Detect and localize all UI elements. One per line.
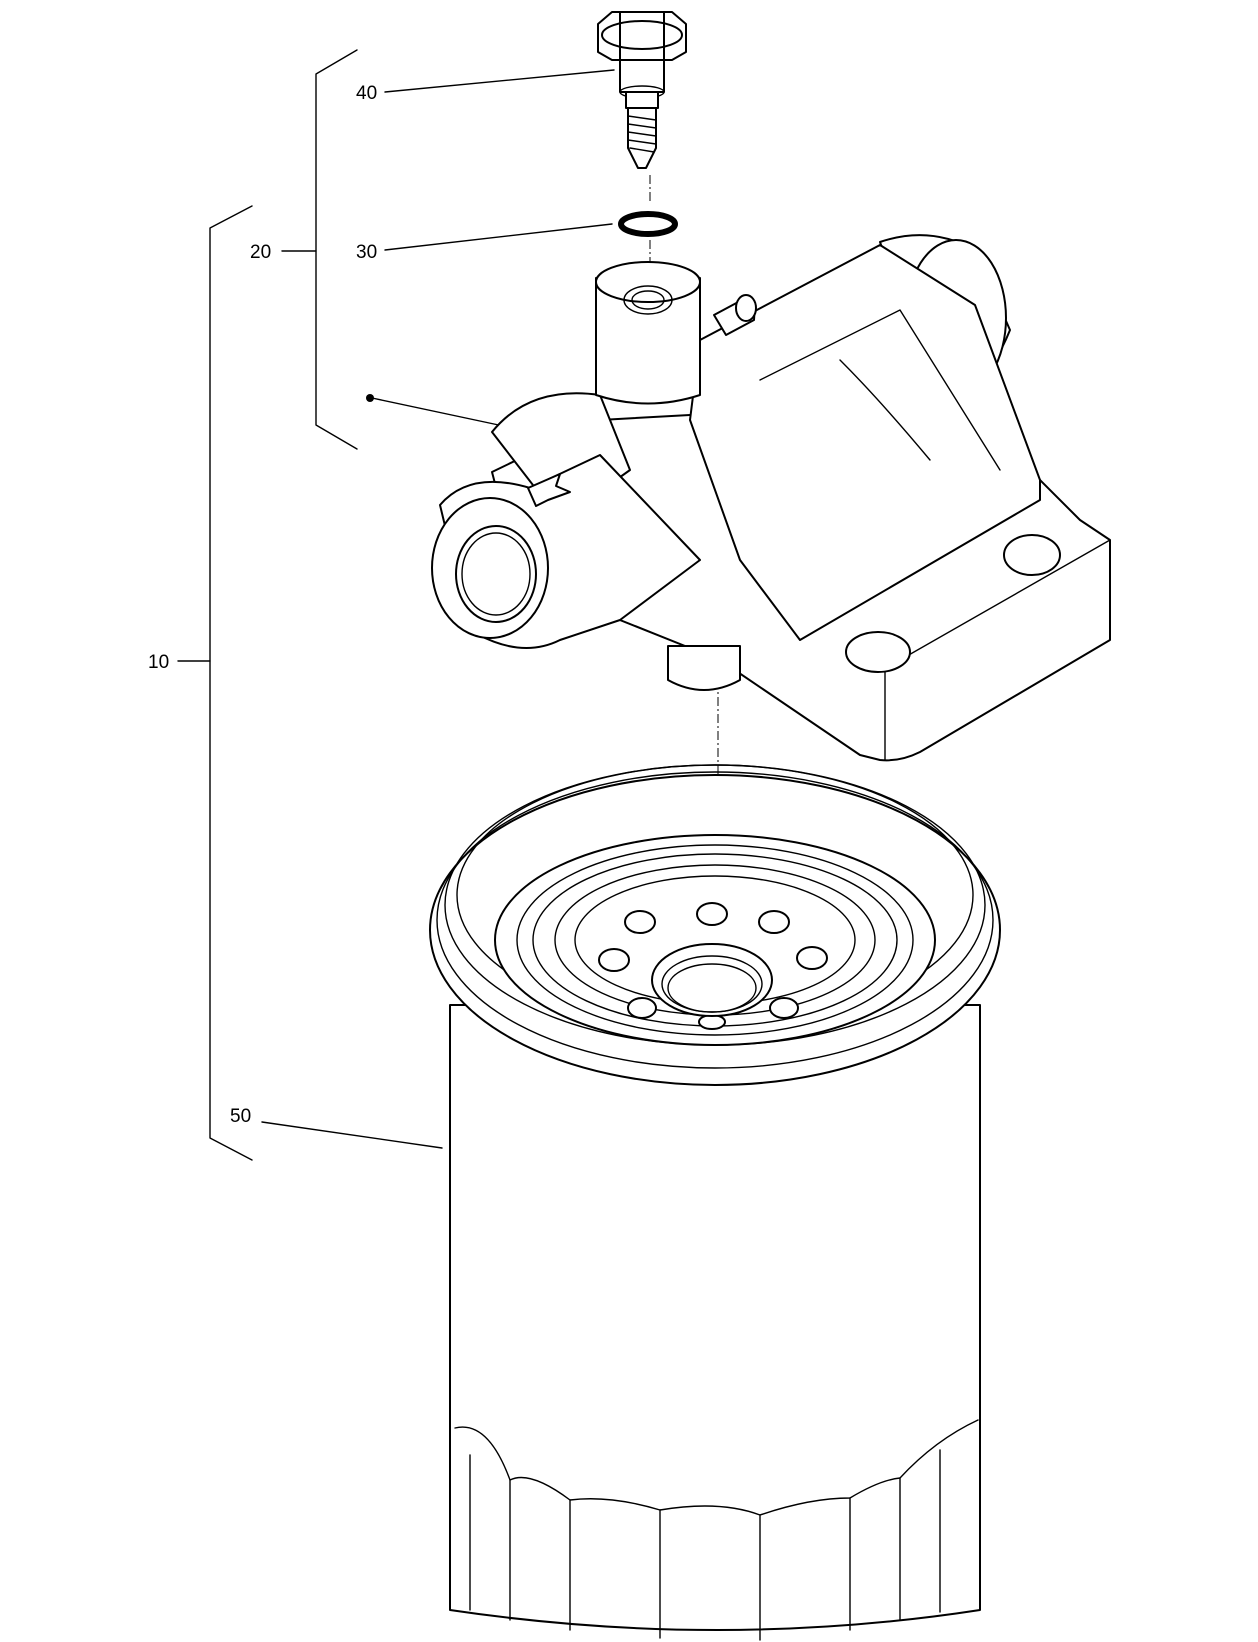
bracket-assembly-10 bbox=[177, 205, 253, 1161]
callout-20: 20 bbox=[250, 242, 271, 263]
callout-40: 40 bbox=[356, 83, 377, 104]
filter-cartridge-icon bbox=[429, 764, 1001, 1641]
reference-dot bbox=[366, 394, 374, 402]
filter-head-icon bbox=[431, 234, 1111, 762]
o-ring-icon bbox=[618, 211, 678, 237]
callout-10: 10 bbox=[148, 652, 169, 673]
callout-30: 30 bbox=[356, 242, 377, 263]
leader-lines bbox=[261, 69, 615, 1149]
callout-50: 50 bbox=[230, 1106, 251, 1127]
bracket-subassembly-20 bbox=[281, 49, 358, 450]
callout-labels: 10 20 30 40 50 bbox=[148, 83, 377, 1127]
bleed-screw-icon bbox=[597, 11, 687, 169]
